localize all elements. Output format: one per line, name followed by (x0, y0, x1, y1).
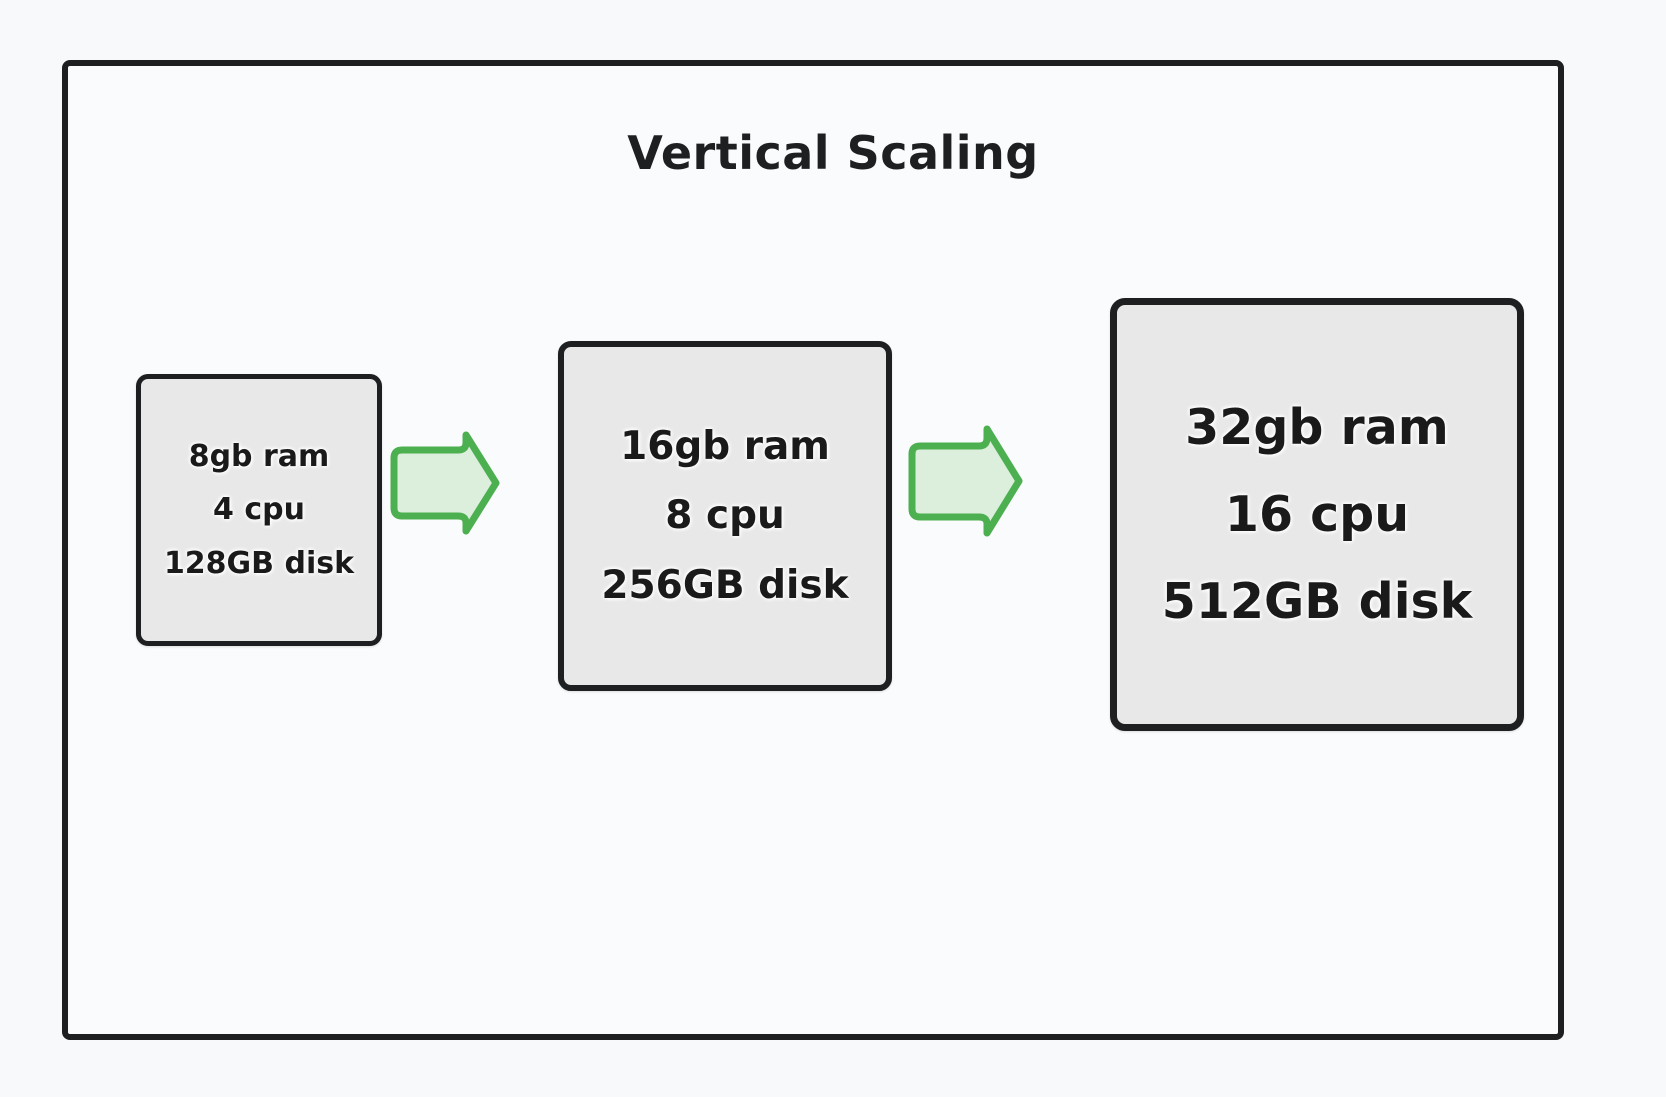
spec-disk: 256GB disk (601, 562, 849, 608)
scale-up-arrow-2 (900, 424, 1025, 542)
server-box-small[interactable]: 8gb ram 4 cpu 128GB disk (136, 374, 382, 646)
block-arrow-right-icon (390, 431, 500, 535)
spec-cpu: 8 cpu (665, 493, 785, 539)
spec-disk: 128GB disk (163, 545, 355, 581)
spec-ram: 32gb ram (1185, 398, 1449, 456)
scale-up-arrow-1 (382, 430, 502, 540)
block-arrow-right-icon (908, 425, 1023, 537)
server-box-medium[interactable]: 16gb ram 8 cpu 256GB disk (558, 341, 892, 691)
spec-ram: 8gb ram (188, 438, 330, 474)
spec-cpu: 16 cpu (1224, 485, 1410, 543)
spec-disk: 512GB disk (1161, 573, 1473, 631)
page-title: Vertical Scaling (627, 126, 1039, 180)
spec-ram: 16gb ram (620, 423, 830, 469)
server-box-large[interactable]: 32gb ram 16 cpu 512GB disk (1110, 298, 1524, 731)
spec-cpu: 4 cpu (213, 492, 305, 528)
